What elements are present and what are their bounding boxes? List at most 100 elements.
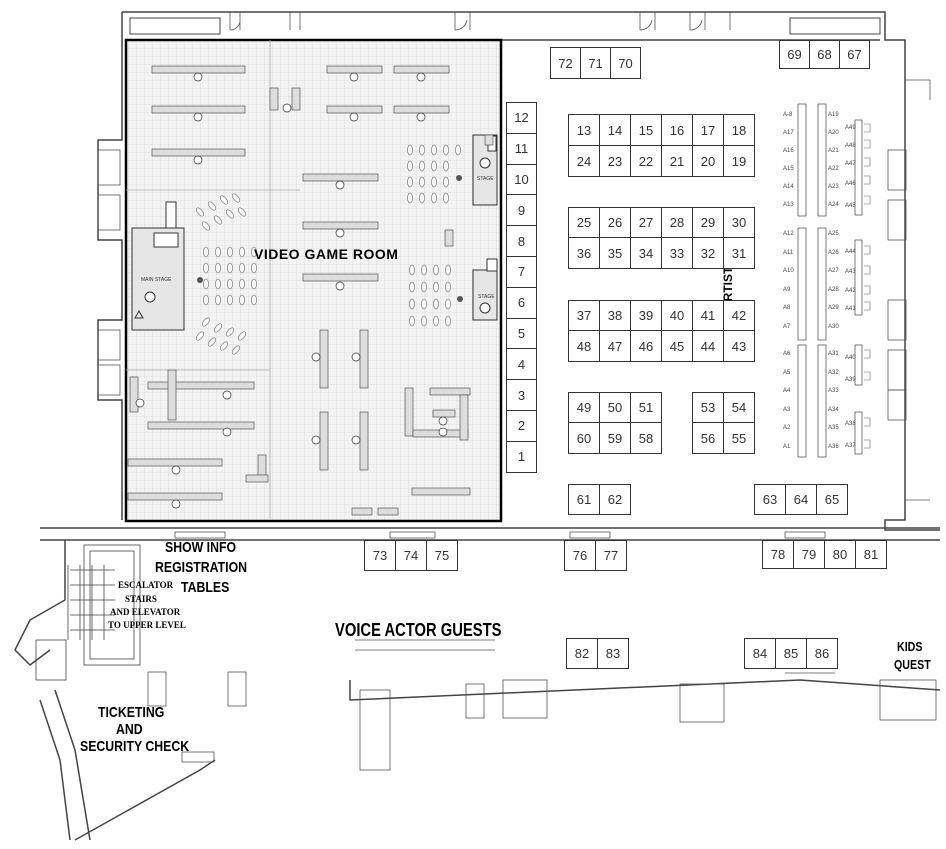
booth-15[interactable]: 15: [630, 114, 662, 146]
artist-table-A25[interactable]: A25: [828, 231, 839, 237]
artist-table-A6[interactable]: A6: [783, 351, 791, 357]
booth-80[interactable]: 80: [824, 540, 856, 569]
booth-4[interactable]: 4: [506, 348, 537, 381]
artist-table-A7[interactable]: A7: [783, 323, 791, 330]
booth-9[interactable]: 9: [506, 194, 537, 227]
booth-60[interactable]: 60: [568, 422, 600, 454]
booth-30[interactable]: 30: [723, 207, 755, 238]
booth-69[interactable]: 69: [779, 40, 810, 69]
booth-45[interactable]: 45: [661, 330, 693, 362]
artist-table-A17[interactable]: A17: [783, 130, 794, 136]
booth-67[interactable]: 67: [839, 40, 870, 69]
booth-43[interactable]: 43: [723, 330, 755, 362]
booth-83[interactable]: 83: [597, 638, 629, 669]
booth-1[interactable]: 1: [506, 440, 537, 473]
booth-71[interactable]: 71: [580, 47, 611, 79]
booth-56[interactable]: 56: [692, 422, 724, 454]
booth-16[interactable]: 16: [661, 114, 693, 146]
booth-12[interactable]: 12: [506, 102, 537, 134]
booth-86[interactable]: 86: [806, 638, 838, 669]
booth-47[interactable]: 47: [599, 330, 631, 362]
artist-table-A33[interactable]: A33: [828, 388, 839, 395]
artist-table-A37[interactable]: A37: [845, 443, 856, 449]
booth-62[interactable]: 62: [599, 484, 631, 515]
artist-table-A38[interactable]: A38: [845, 421, 856, 427]
artist-table-A23[interactable]: A23: [828, 184, 839, 190]
artist-table-A42[interactable]: A42: [845, 288, 856, 294]
booth-3[interactable]: 3: [506, 379, 537, 411]
booth-41[interactable]: 41: [692, 300, 724, 331]
artist-table-A13[interactable]: A13: [783, 202, 794, 208]
booth-54[interactable]: 54: [723, 392, 755, 423]
booth-82[interactable]: 82: [566, 638, 598, 669]
artist-table-A45[interactable]: A45: [845, 203, 856, 209]
booth-31[interactable]: 31: [723, 237, 755, 269]
booth-17[interactable]: 17: [692, 114, 724, 146]
artist-table-A46[interactable]: A46: [845, 181, 856, 187]
booth-50[interactable]: 50: [599, 392, 631, 423]
booth-24[interactable]: 24: [568, 145, 600, 177]
booth-85[interactable]: 85: [775, 638, 807, 669]
artist-table-A-8[interactable]: A-8: [783, 112, 793, 118]
booth-6[interactable]: 6: [506, 286, 537, 319]
artist-table-A36[interactable]: A36: [828, 444, 839, 450]
artist-table-A40[interactable]: A40: [845, 355, 856, 361]
booth-10[interactable]: 10: [506, 163, 537, 196]
artist-table-A34[interactable]: A34: [828, 406, 839, 413]
artist-table-A8[interactable]: A8: [783, 305, 791, 311]
booth-21[interactable]: 21: [661, 145, 693, 177]
booth-22[interactable]: 22: [630, 145, 662, 177]
artist-table-A24[interactable]: A24: [828, 202, 839, 208]
booth-23[interactable]: 23: [599, 145, 631, 177]
booth-33[interactable]: 33: [661, 237, 693, 269]
booth-29[interactable]: 29: [692, 207, 724, 238]
booth-18[interactable]: 18: [723, 114, 755, 146]
artist-table-A9[interactable]: A9: [783, 286, 791, 293]
artist-table-A28[interactable]: A28: [828, 286, 839, 293]
artist-table-A15[interactable]: A15: [783, 166, 794, 172]
booth-32[interactable]: 32: [692, 237, 724, 269]
booth-42[interactable]: 42: [723, 300, 755, 331]
booth-58[interactable]: 58: [630, 422, 662, 454]
booth-38[interactable]: 38: [599, 300, 631, 331]
booth-48[interactable]: 48: [568, 330, 600, 362]
booth-59[interactable]: 59: [599, 422, 631, 454]
booth-40[interactable]: 40: [661, 300, 693, 331]
booth-74[interactable]: 74: [395, 540, 427, 571]
booth-76[interactable]: 76: [564, 540, 596, 571]
artist-table-A29[interactable]: A29: [828, 305, 839, 311]
booth-68[interactable]: 68: [809, 40, 840, 69]
artist-table-A4[interactable]: A4: [783, 388, 791, 395]
artist-table-A27[interactable]: A27: [828, 268, 839, 274]
booth-8[interactable]: 8: [506, 225, 537, 257]
artist-table-A12[interactable]: A12: [783, 231, 794, 237]
booth-70[interactable]: 70: [610, 47, 641, 79]
booth-61[interactable]: 61: [568, 484, 600, 515]
booth-81[interactable]: 81: [855, 540, 887, 569]
booth-79[interactable]: 79: [793, 540, 825, 569]
booth-2[interactable]: 2: [506, 410, 537, 442]
booth-64[interactable]: 64: [785, 484, 817, 515]
booth-84[interactable]: 84: [744, 638, 776, 669]
booth-63[interactable]: 63: [754, 484, 786, 515]
artist-table-A49[interactable]: A49: [845, 125, 856, 131]
artist-table-A30[interactable]: A30: [828, 323, 839, 330]
booth-36[interactable]: 36: [568, 237, 600, 269]
artist-table-A5[interactable]: A5: [783, 369, 791, 376]
artist-table-A31[interactable]: A31: [828, 351, 839, 357]
booth-7[interactable]: 7: [506, 256, 537, 288]
booth-49[interactable]: 49: [568, 392, 600, 423]
artist-table-A19[interactable]: A19: [828, 112, 839, 118]
artist-table-A39[interactable]: A39: [845, 377, 856, 383]
booth-39[interactable]: 39: [630, 300, 662, 331]
booth-26[interactable]: 26: [599, 207, 631, 238]
booth-11[interactable]: 11: [506, 132, 537, 165]
booth-35[interactable]: 35: [599, 237, 631, 269]
booth-55[interactable]: 55: [723, 422, 755, 454]
artist-table-A16[interactable]: A16: [783, 148, 794, 154]
booth-78[interactable]: 78: [762, 540, 794, 569]
booth-5[interactable]: 5: [506, 317, 537, 350]
booth-51[interactable]: 51: [630, 392, 662, 423]
booth-75[interactable]: 75: [426, 540, 458, 571]
artist-table-A22[interactable]: A22: [828, 166, 839, 172]
